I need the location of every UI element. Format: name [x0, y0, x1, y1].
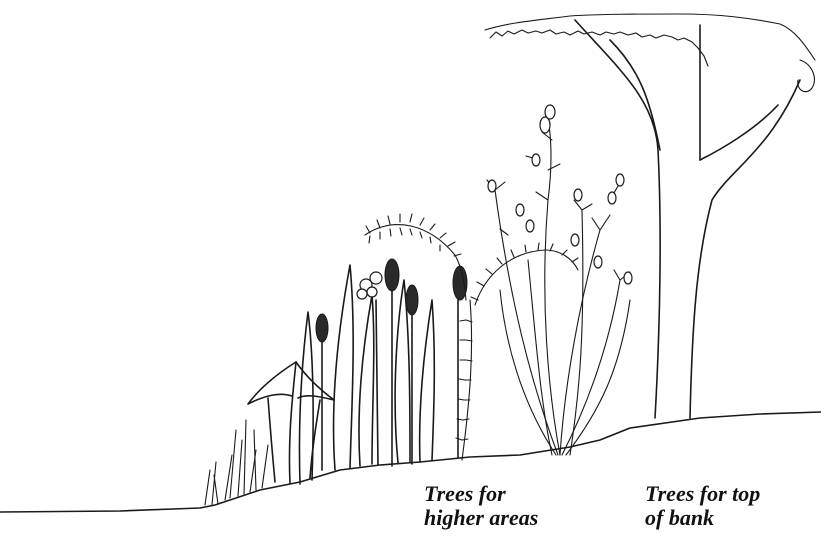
tree-canopy [485, 14, 815, 66]
large-tree [485, 14, 815, 418]
shrub-saplings [487, 120, 630, 455]
arrowhead-plant [248, 362, 334, 483]
shrub-leaves [488, 105, 632, 284]
caption-trees-higher-areas: Trees for higher areas [424, 482, 538, 530]
caption-trees-top-of-bank: Trees for top of bank [645, 482, 760, 530]
flower-cluster [357, 272, 382, 465]
cattails [316, 259, 467, 470]
grass-clump [205, 420, 268, 505]
